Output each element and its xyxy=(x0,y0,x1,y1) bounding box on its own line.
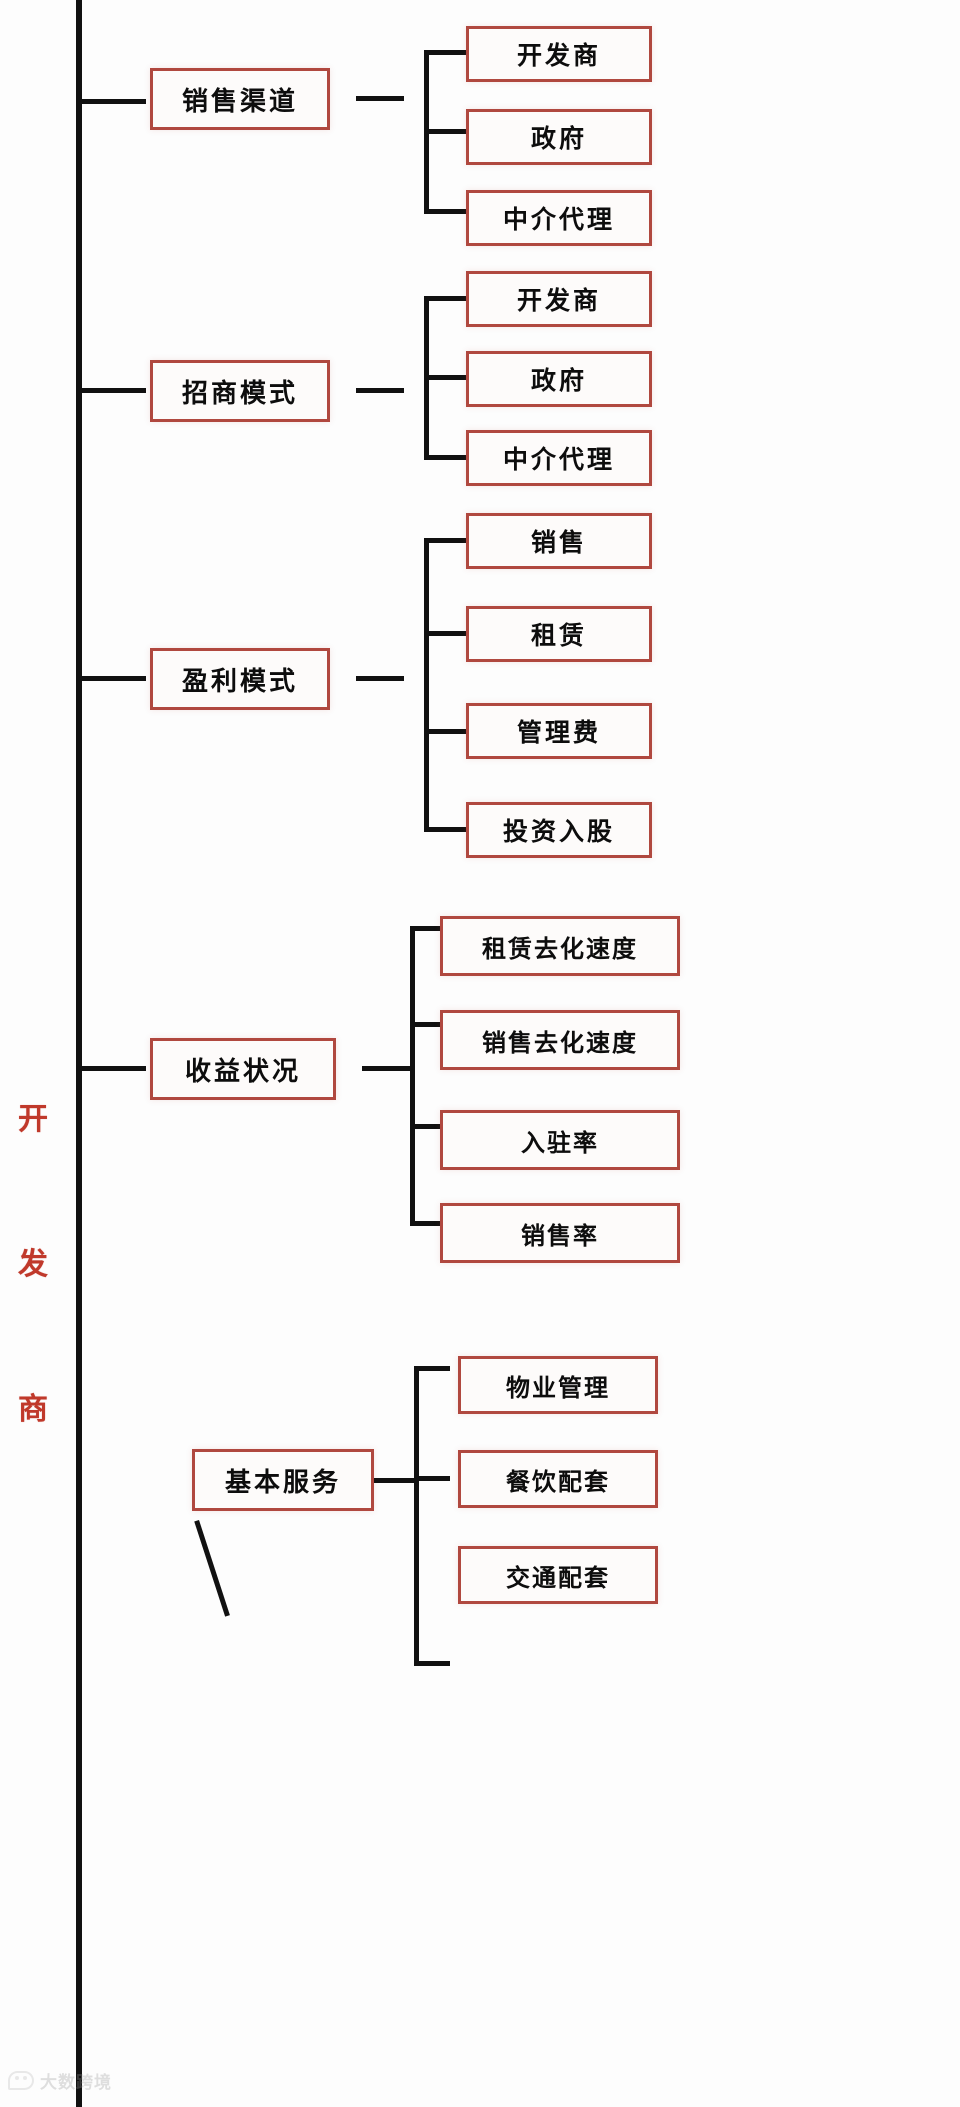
leaf-node-3-2[interactable]: 入驻率 xyxy=(440,1110,680,1170)
leaf-node-3-1[interactable]: 销售去化速度 xyxy=(440,1010,680,1070)
watermark: 大数跨境 xyxy=(8,2068,112,2093)
root-stub-0 xyxy=(76,99,146,104)
root-stub-2 xyxy=(76,676,146,681)
branch-node-招商模式[interactable]: 招商模式 xyxy=(150,360,330,422)
branch-node-盈利模式[interactable]: 盈利模式 xyxy=(150,648,330,710)
branch-node-收益状况[interactable]: 收益状况 xyxy=(150,1038,336,1100)
root-label-char-0: 开 xyxy=(18,1102,48,1137)
leaf-node-2-2[interactable]: 管理费 xyxy=(466,703,652,759)
bracket-1 xyxy=(424,296,470,460)
branch-connector-1 xyxy=(356,388,404,393)
leaf-node-0-1[interactable]: 政府 xyxy=(466,109,652,165)
bracket-4 xyxy=(414,1366,450,1666)
root-stub-3 xyxy=(76,1066,146,1071)
diagonal-connector xyxy=(194,1520,230,1617)
leaf-node-1-2[interactable]: 中介代理 xyxy=(466,430,652,486)
branch-connector-3 xyxy=(362,1066,410,1071)
leaf-node-3-3[interactable]: 销售率 xyxy=(440,1203,680,1263)
branch-node-基本服务[interactable]: 基本服务 xyxy=(192,1449,374,1511)
leaf-node-4-2[interactable]: 交通配套 xyxy=(458,1546,658,1604)
leaf-node-1-1[interactable]: 政府 xyxy=(466,351,652,407)
root-spine xyxy=(76,0,82,2107)
watermark-text: 大数跨境 xyxy=(40,2073,112,2093)
leaf-node-0-2[interactable]: 中介代理 xyxy=(466,190,652,246)
leaf-node-0-0[interactable]: 开发商 xyxy=(466,26,652,82)
leaf-node-4-0[interactable]: 物业管理 xyxy=(458,1356,658,1414)
root-label-char-2: 商 xyxy=(18,1392,48,1427)
branch-connector-0 xyxy=(356,96,404,101)
root-label: 开 发 商 xyxy=(10,1105,56,1425)
branch-connector-2 xyxy=(356,676,404,681)
leaf-node-2-0[interactable]: 销售 xyxy=(466,513,652,569)
root-label-char-1: 发 xyxy=(18,1247,48,1282)
leaf-node-3-0[interactable]: 租赁去化速度 xyxy=(440,916,680,976)
leaf-node-2-3[interactable]: 投资入股 xyxy=(466,802,652,858)
branch-connector-4 xyxy=(374,1478,414,1483)
bracket-3 xyxy=(410,926,446,1226)
root-stub-1 xyxy=(76,388,146,393)
bracket-0 xyxy=(424,50,470,214)
bracket-2 xyxy=(424,538,470,832)
leaf-node-4-1[interactable]: 餐饮配套 xyxy=(458,1450,658,1508)
branch-node-销售渠道[interactable]: 销售渠道 xyxy=(150,68,330,130)
leaf-node-1-0[interactable]: 开发商 xyxy=(466,271,652,327)
leaf-node-2-1[interactable]: 租赁 xyxy=(466,606,652,662)
camera-logo-icon xyxy=(8,2071,34,2090)
